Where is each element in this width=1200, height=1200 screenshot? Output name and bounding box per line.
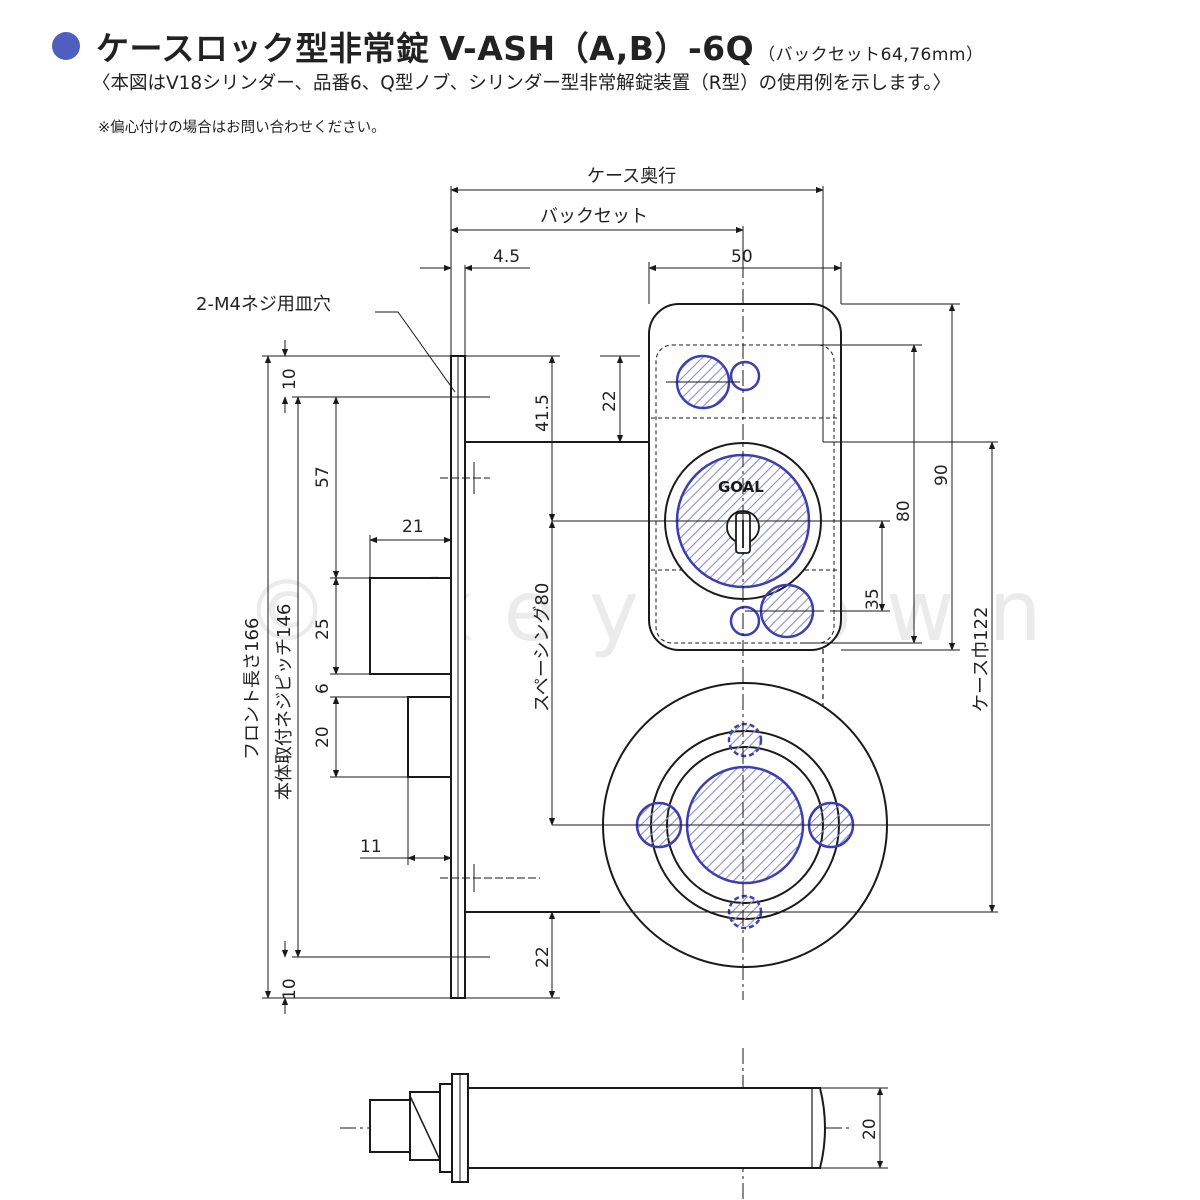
dim-22-bottom: 22 [533,946,553,968]
label-case-width: ケース巾122 [971,607,992,712]
label-spacing: スペーシング80 [532,583,553,712]
dim-4-5: 4.5 [493,247,520,267]
dim-90: 90 [932,464,952,486]
latch-guide [439,1083,453,1173]
dim-22-top: 22 [600,390,620,412]
label-case-depth: ケース奥行 [587,166,676,187]
knob-screw-top [727,722,763,758]
dim-20-side: 20 [860,1118,880,1140]
dim-10-bottom: 10 [280,978,300,1000]
dim-41-5: 41.5 [533,394,553,432]
label-front-length: フロント長さ166 [242,618,263,760]
dim-25: 25 [313,618,333,640]
dimension-lines [262,186,998,1014]
dim-35: 35 [863,588,883,610]
dim-10-top: 10 [280,368,300,390]
bullet-icon [52,32,80,60]
subtitle: 〈本図はV18シリンダー、品番6、Q型ノブ、シリンダー型非常解錠装置（R型）の使… [92,73,952,94]
dim-50: 50 [731,247,753,267]
dim-21: 21 [402,517,424,537]
top-view [340,1048,850,1200]
center-lines [440,262,990,1000]
dim-57: 57 [313,466,333,488]
latch-tip [369,1099,411,1153]
title-text: ケースロック型非常錠 [96,29,430,68]
dim-11: 11 [360,837,382,857]
label-screw-hole: 2-M4ネジ用皿穴 [196,294,331,315]
cylinder-brand: GOAL [718,478,764,496]
case-body-top [467,1087,821,1169]
screw-boss-top-small [729,360,761,392]
backset-note: （バックセット64,76mm） [758,45,984,65]
dim-80: 80 [894,500,914,522]
screw-boss-bottom-small [729,605,761,637]
dim-6: 6 [313,683,333,694]
model-number: V-ASH（A,B）-6Q [439,29,755,68]
label-backset: バックセット [540,206,648,227]
top-view-dims [820,1087,888,1169]
note: ※偏心付けの場合はお問い合わせください。 [98,120,386,136]
dim-20-left: 20 [313,726,333,748]
label-screw-pitch: 本体取付ネジピッチ146 [274,604,295,800]
dead-bolt [407,696,452,778]
latch-bolt [369,577,452,675]
